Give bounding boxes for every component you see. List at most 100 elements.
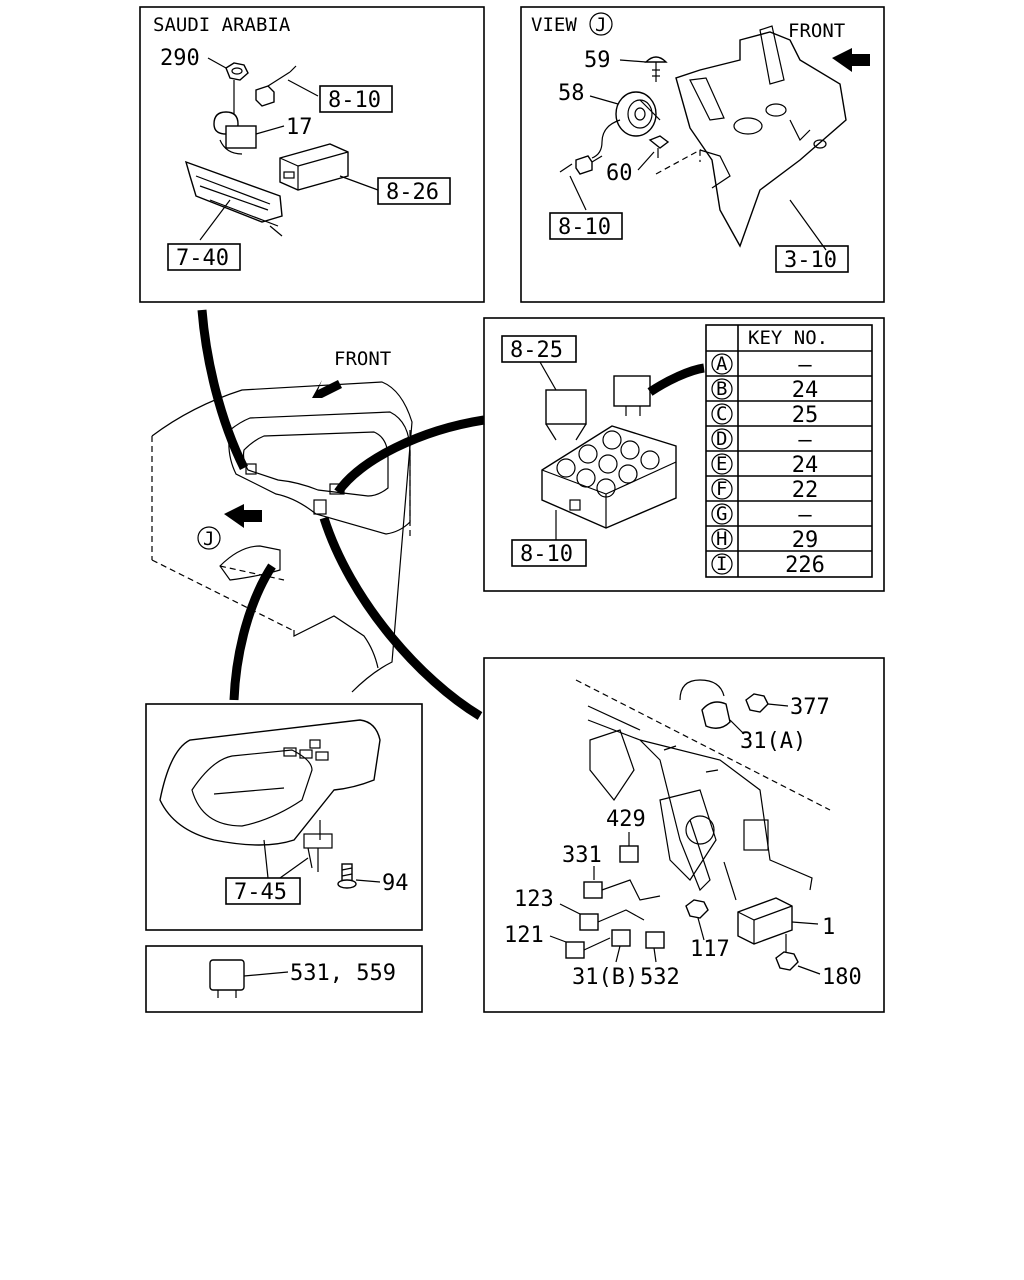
view-j-arrow-icon [224,504,262,528]
label-58: 58 [558,81,585,106]
circle-j-main-icon [197,526,221,550]
nut-180-icon [775,951,799,971]
key-letter: D [716,428,727,450]
front-arrow-icon [832,48,870,72]
key-value: 24 [792,378,819,403]
label-180: 180 [822,965,862,990]
ref-box-8-10 [319,85,393,113]
dashboard-overview: FRONT J [151,309,485,720]
table-header: KEY NO. [748,327,828,349]
label-532: 532 [640,965,680,990]
label-121: 121 [504,923,544,948]
horn-58-icon [591,91,661,159]
relay-123-icon [579,913,599,931]
key-table: KEY NO. A — B 24 C 25 [705,324,873,578]
key-value: — [798,428,812,453]
relay-331-icon [583,881,603,899]
switch-31a-icon [701,701,731,729]
frame-3-10-icon [675,25,847,251]
key-letter: C [716,403,727,425]
ref-box-8-25 [501,335,577,363]
label-123: 123 [514,887,554,912]
ref-8-10-saudi: 8-10 [328,88,381,113]
relay-532-icon [645,931,665,949]
screw-94-icon [337,863,357,889]
key-value: 22 [792,478,819,503]
relay-box-icon [541,363,705,540]
key-letter: A [716,353,728,375]
screw-59-icon [644,56,668,82]
label-117: 117 [690,937,730,962]
connector-view-j-icon [559,155,603,211]
front-arrow-main-icon [312,380,342,398]
bracket-assembly-icon [575,679,831,901]
front-label-view-j: FRONT [788,20,845,42]
ref-7-45: 7-45 [234,880,287,905]
table-row: A — [706,353,872,378]
nut-117-icon [685,899,709,919]
key-value: — [798,353,812,378]
key-letter: F [716,478,727,500]
key-value: 24 [792,453,819,478]
table-row: C 25 [706,403,872,428]
panel-console: 94 7-45 [145,703,423,931]
ref-box-7-40 [167,243,241,271]
key-letter: B [716,378,727,400]
panel-view-j: VIEW J FRONT 59 [520,6,885,303]
ref-box-8-26 [377,177,451,205]
connector-plug-icon [255,65,319,107]
panel-saudi-arabia: SAUDI ARABIA 290 17 [139,6,485,303]
table-row: E 24 [706,453,872,478]
key-letter: E [716,453,727,475]
view-letter-j: J [595,14,606,36]
ref-8-25: 8-25 [510,338,563,363]
table-row: D — [706,428,872,453]
leader-console [229,563,276,701]
label-1: 1 [822,915,835,940]
label-31a: 31(A) [740,729,806,754]
panel-bracket: 31(A) 377 429 331 123 121 31(B) 532 117 [483,657,885,1013]
panel-title-saudi: SAUDI ARABIA [153,14,291,36]
relay-icon [209,959,245,998]
component-17-icon [213,111,285,155]
label-331: 331 [562,843,602,868]
label-531-559: 531, 559 [290,961,396,986]
key-letter: I [716,553,727,575]
ref-8-26: 8-26 [386,180,439,205]
ref-box-8-10-relay [511,539,587,567]
ref-box-7-45 [225,877,301,905]
relay-429-icon [619,845,639,863]
label-17: 17 [286,115,313,140]
key-value: 226 [785,553,825,578]
label-377: 377 [790,695,830,720]
table-row: B 24 [706,378,872,403]
leader-saudi [197,309,249,471]
ref-8-10-view-j: 8-10 [558,215,611,240]
ref-box-3-10 [775,245,849,273]
panel-relay-single: 531, 559 [145,945,423,1013]
label-290: 290 [160,46,200,71]
key-letter: H [716,528,727,550]
relay-121-icon [565,941,585,959]
label-94: 94 [382,871,409,896]
leader-bracket [319,516,483,720]
ref-box-8-10-view [549,212,623,240]
label-31b: 31(B) [572,965,638,990]
key-value: 29 [792,528,819,553]
view-letter-j-main: J [203,528,214,550]
leader-relay [334,415,485,495]
table-row: I 226 [711,553,825,578]
console-icon [159,719,381,872]
circle-j-icon [589,12,613,36]
key-letter: G [716,503,727,525]
nut-377-icon [745,693,769,713]
label-60: 60 [606,161,633,186]
panel-title-view: VIEW [531,14,577,36]
relay-31b-icon [611,929,631,947]
label-59: 59 [584,48,611,73]
panel-relay-box: 8-25 8-10 [483,317,885,592]
table-row: H 29 [706,528,872,553]
control-unit-icon [279,143,379,191]
table-row: F 22 [706,478,872,503]
